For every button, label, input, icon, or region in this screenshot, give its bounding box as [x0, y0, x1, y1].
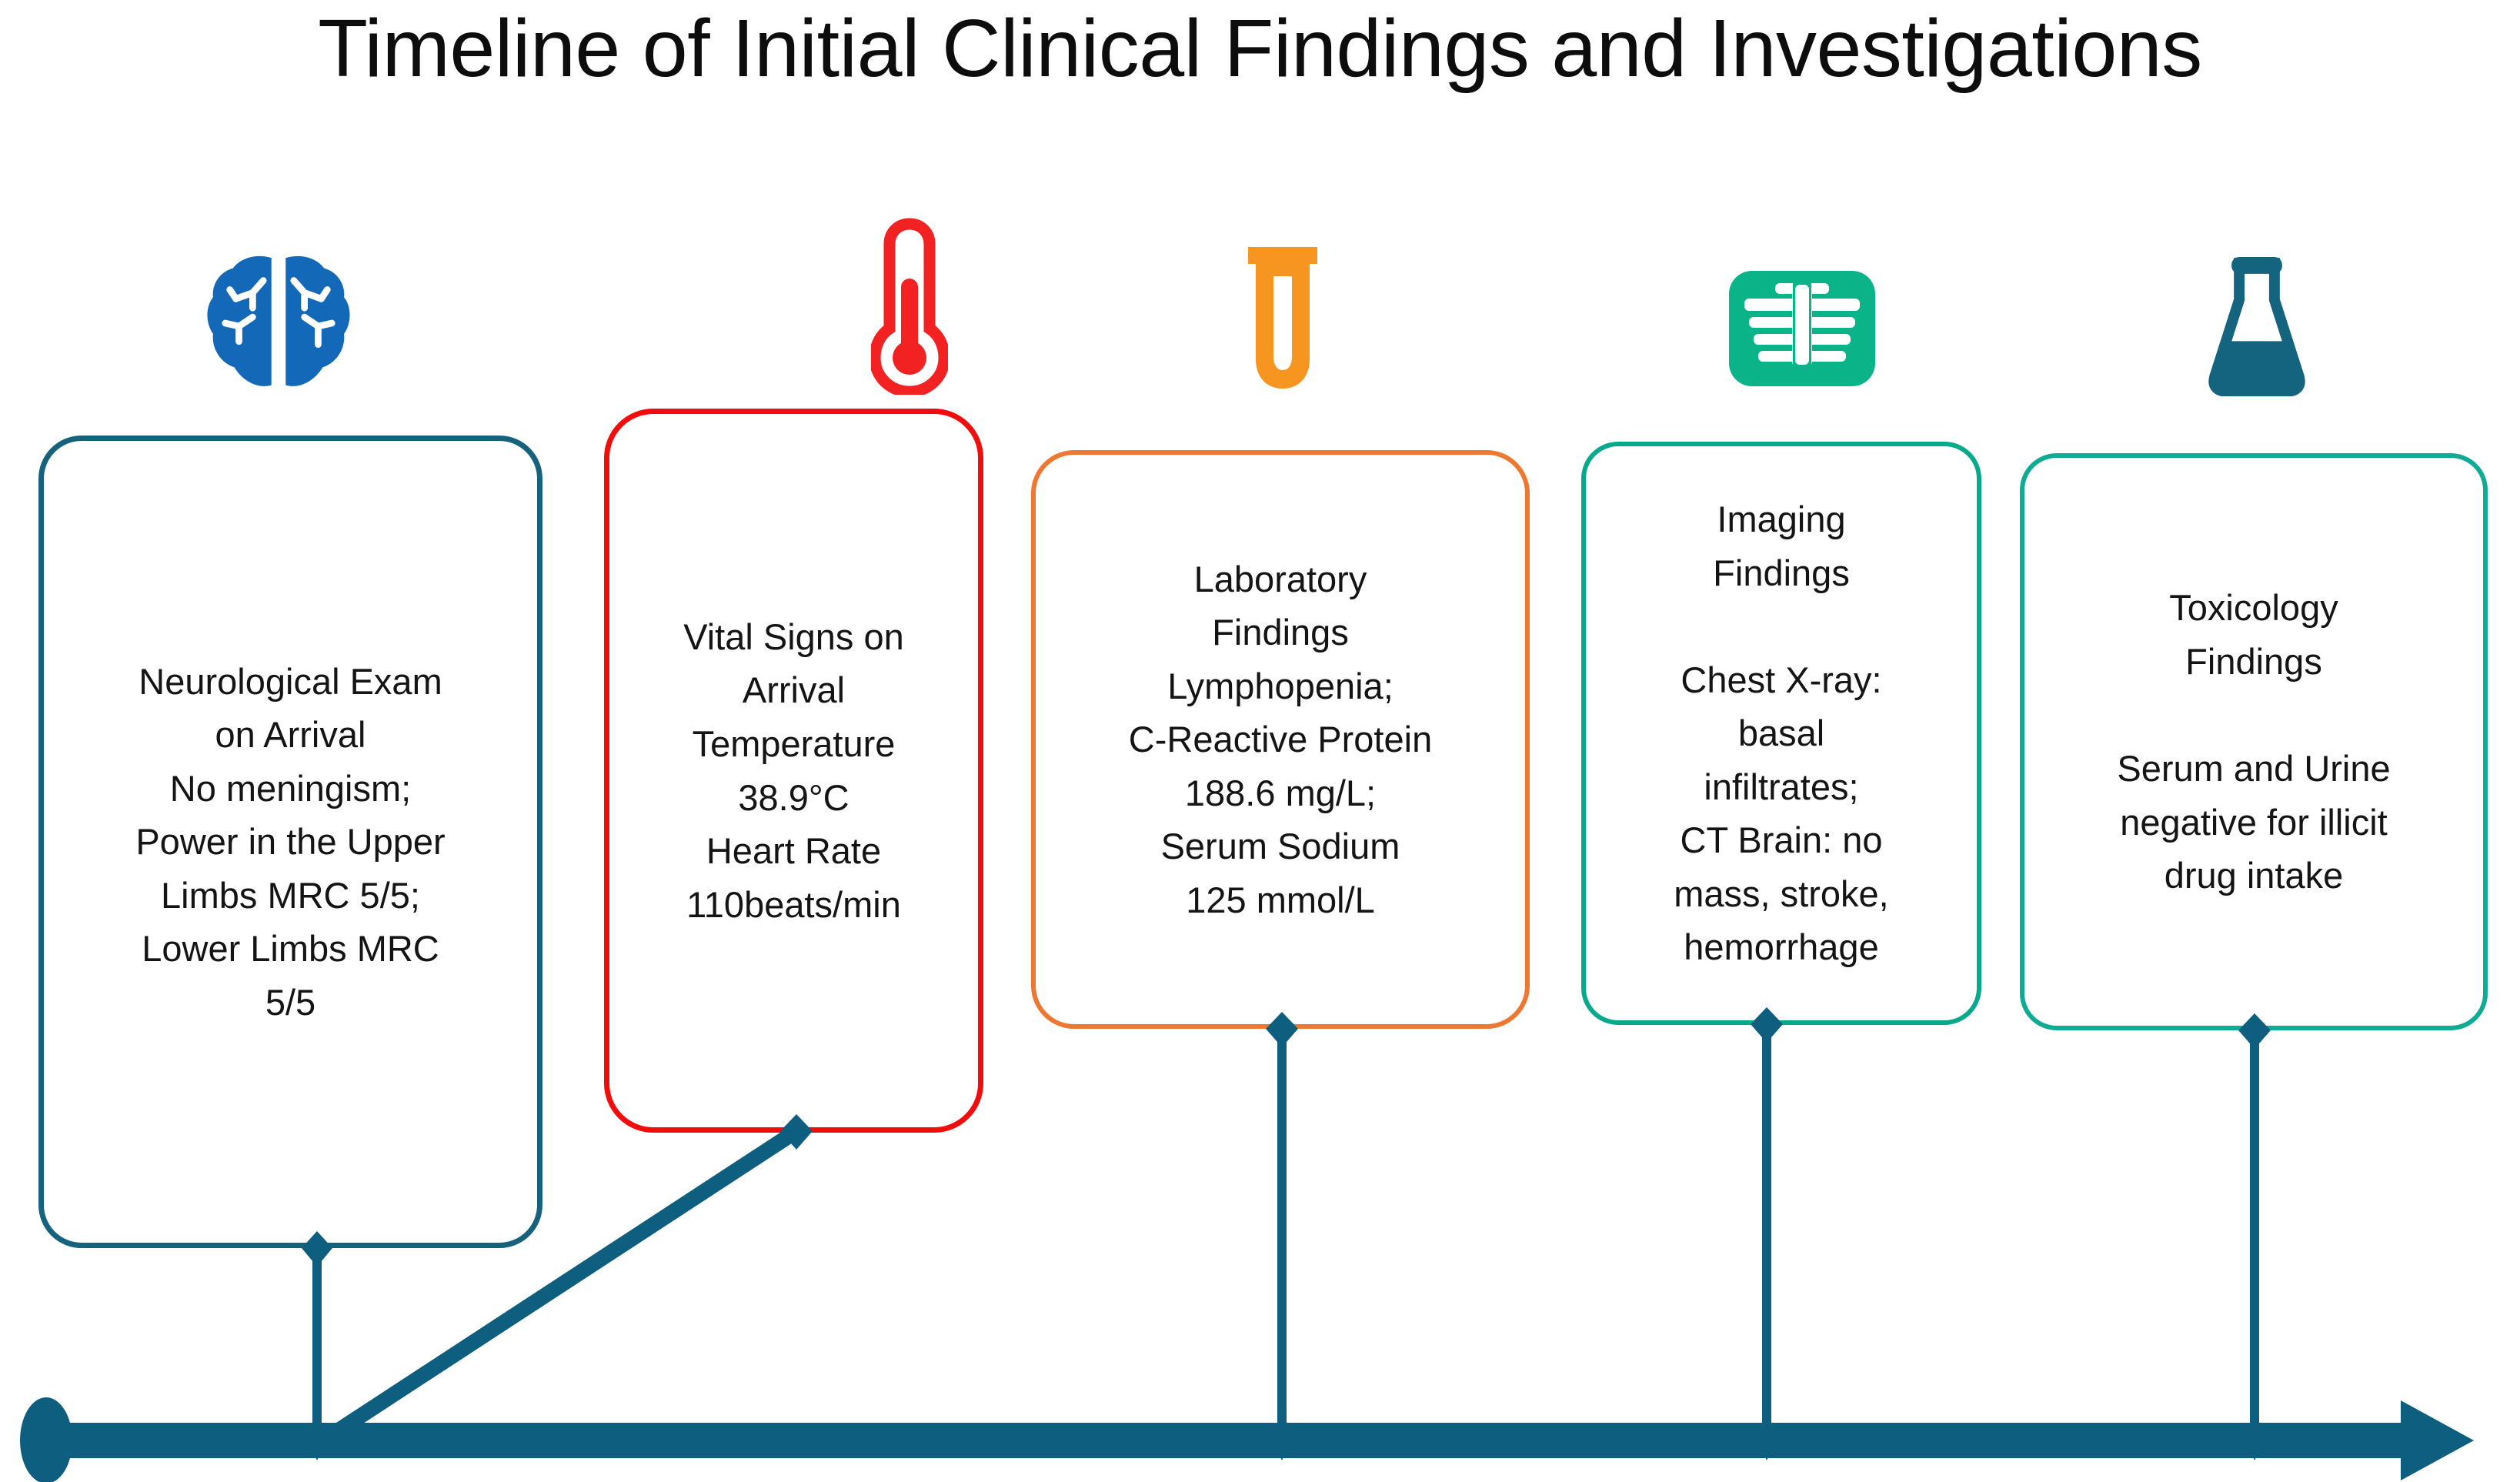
brain-icon	[202, 250, 355, 396]
timeline-axis-bar	[46, 1423, 2420, 1458]
thermometer-icon	[871, 218, 948, 395]
timeline-arrowhead-icon	[2401, 1400, 2474, 1480]
card-imaging-findings-text: Imaging Findings Chest X-ray: basal infi…	[1674, 499, 1889, 968]
card-laboratory-findings[interactable]: Laboratory Findings Lymphopenia; C-React…	[1031, 450, 1530, 1029]
axis-node-card4	[1757, 1420, 1776, 1460]
card-vital-signs[interactable]: Vital Signs on Arrival Temperature 38.9°…	[604, 409, 983, 1133]
card-laboratory-findings-text: Laboratory Findings Lymphopenia; C-React…	[1128, 558, 1433, 920]
card-toxicology-findings-text: Toxicology Findings Serum and Urine nega…	[2117, 587, 2391, 896]
card-neurological-exam[interactable]: Neurological Exam on Arrival No meningis…	[38, 436, 542, 1248]
flask-icon	[2207, 254, 2307, 396]
xray-icon	[1729, 271, 1875, 386]
axis-node-card3	[1273, 1420, 1291, 1460]
page-title: Timeline of Initial Clinical Findings an…	[318, 3, 2202, 94]
card-imaging-findings[interactable]: Imaging Findings Chest X-ray: basal infi…	[1581, 442, 1981, 1025]
axis-node-card5	[2245, 1420, 2264, 1460]
axis-node-card1	[308, 1420, 326, 1460]
card-vital-signs-text: Vital Signs on Arrival Temperature 38.9°…	[683, 616, 904, 925]
card-neurological-exam-text: Neurological Exam on Arrival No meningis…	[135, 660, 446, 1023]
card-toxicology-findings[interactable]: Toxicology Findings Serum and Urine nega…	[2020, 453, 2488, 1030]
timeline-start-dot-icon	[20, 1397, 72, 1482]
test-tube-icon	[1240, 242, 1325, 396]
